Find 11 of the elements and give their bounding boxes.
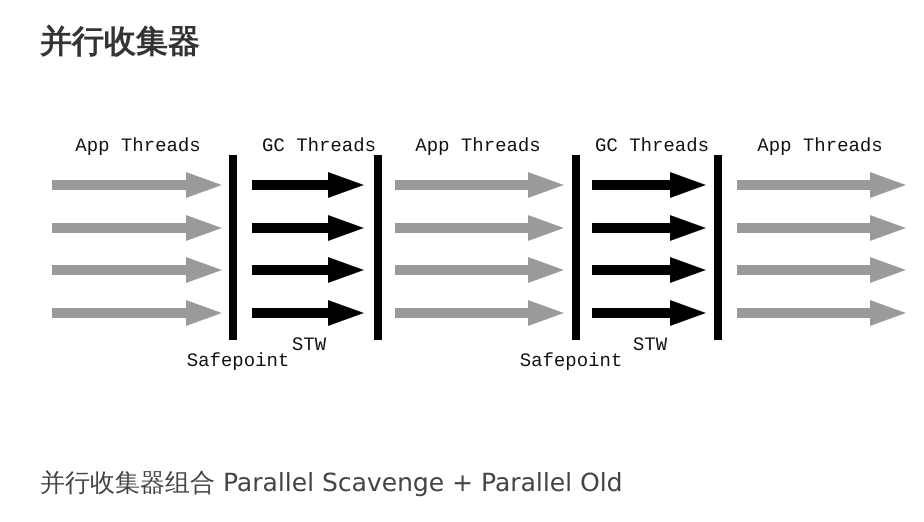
title: 并行收集器 [40, 21, 200, 62]
text-label: STW [292, 334, 326, 356]
text-label: GC Threads [594, 135, 710, 157]
text-label: STW [632, 334, 668, 356]
text-label: GC Threads [262, 135, 376, 157]
text-label: Safepoint [520, 350, 622, 372]
text-label: App Threads [75, 135, 201, 157]
text-label: Safepoint [186, 350, 290, 372]
text-label: App Threads [415, 135, 541, 157]
caption: 并行收集器组合 Parallel Scavenge + Parallel Old [40, 467, 623, 499]
text-label: App Threads [757, 135, 883, 157]
